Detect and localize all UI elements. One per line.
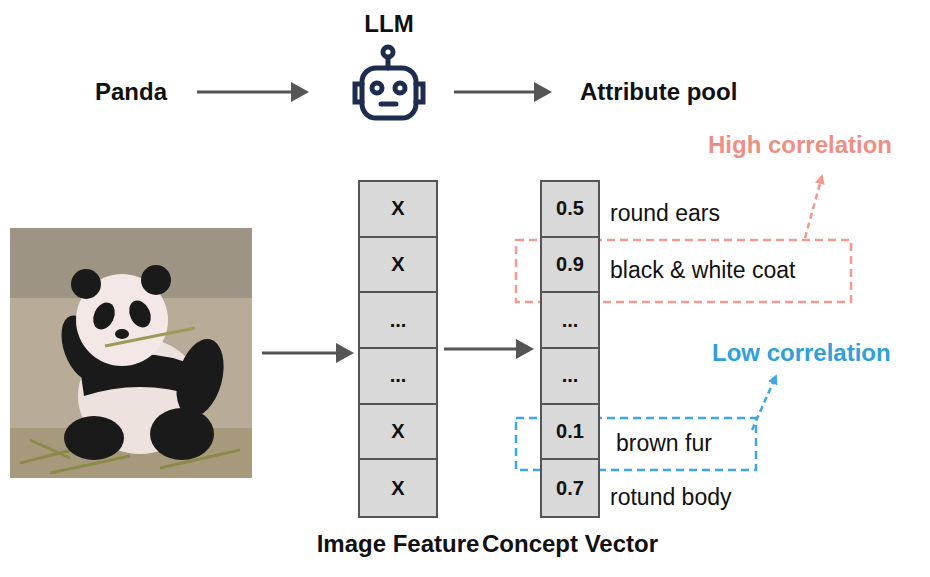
vector-cell: X (360, 182, 436, 238)
attribute-label: rotund body (610, 484, 731, 511)
flow-arrow (454, 82, 552, 102)
robot-head (362, 68, 416, 118)
vector-cell: 0.9 (542, 238, 598, 294)
node-text: Panda (95, 78, 167, 106)
robot-eye (372, 83, 382, 93)
cell-value: X (391, 420, 404, 443)
arrow-shaft (197, 91, 293, 94)
cell-value: 0.7 (556, 477, 584, 500)
arrow-head (291, 82, 309, 102)
cell-value: X (391, 253, 404, 276)
cell-value: ... (562, 309, 579, 332)
cell-value: 0.9 (556, 253, 584, 276)
vector-cell: X (360, 238, 436, 294)
robot-mouth (381, 102, 396, 107)
vector-cell: ... (360, 293, 436, 349)
cell-value: ... (390, 364, 407, 387)
output-word: Attribute pool (580, 78, 737, 106)
flow-arrow (197, 82, 309, 102)
arrow-head (534, 82, 552, 102)
correlation-label: Low correlation (712, 339, 891, 367)
robot-ear (355, 84, 362, 102)
attribute-label: round ears (610, 200, 720, 227)
input-word: Panda (95, 78, 167, 106)
leader-arrow (805, 176, 822, 238)
cell-value: 0.5 (556, 197, 584, 220)
arrow-shaft (444, 348, 518, 351)
vector-cell: ... (542, 349, 598, 405)
arrow-shaft (262, 352, 338, 355)
panda-eye-patch (125, 297, 155, 331)
panda-leg (150, 408, 214, 460)
cell-value: ... (390, 309, 407, 332)
panda-eye-patch (89, 299, 119, 333)
vector-cell: 0.5 (542, 182, 598, 238)
panda-arm (168, 334, 231, 423)
bamboo-stick (105, 328, 195, 346)
arrow-shaft (454, 91, 536, 94)
vector-cell: 0.7 (542, 460, 598, 516)
arrow-head (336, 343, 354, 363)
arrow-head (516, 339, 534, 359)
vector-cell: ... (542, 293, 598, 349)
panda-leg (64, 416, 124, 460)
cell-value: X (391, 197, 404, 220)
vector-cell: X (360, 405, 436, 461)
cell-value: X (391, 477, 404, 500)
leader-arrow (752, 376, 776, 430)
llm-icon-node: LLM (354, 56, 424, 128)
panda-ear (71, 269, 101, 299)
panda-ear (141, 265, 171, 295)
robot-ear (416, 84, 423, 102)
correlation-label: High correlation (708, 131, 892, 159)
vector-caption: Concept Vector (482, 530, 658, 558)
attribute-label: black & white coat (610, 257, 795, 284)
vector-cell: ... (360, 349, 436, 405)
concept-vector: Concept Vector0.50.9......0.10.7 (540, 180, 600, 518)
robot-icon (355, 47, 423, 118)
vector-cell: X (360, 460, 436, 516)
flow-arrow (444, 339, 534, 359)
panda-photo (10, 228, 252, 478)
photo-arrow (262, 343, 354, 363)
panda-nose (115, 329, 129, 339)
icon-heading: LLM (364, 10, 413, 38)
vector-caption: Image Feature (317, 530, 480, 558)
feature-vector: Image FeatureXX......XX (358, 180, 438, 518)
cell-value: 0.1 (556, 420, 584, 443)
attribute-label: brown fur (616, 430, 712, 457)
robot-eye (395, 83, 405, 93)
photo-background (10, 228, 252, 478)
cell-value: ... (562, 364, 579, 387)
node-text: Attribute pool (580, 78, 737, 106)
vector-cell: 0.1 (542, 405, 598, 461)
